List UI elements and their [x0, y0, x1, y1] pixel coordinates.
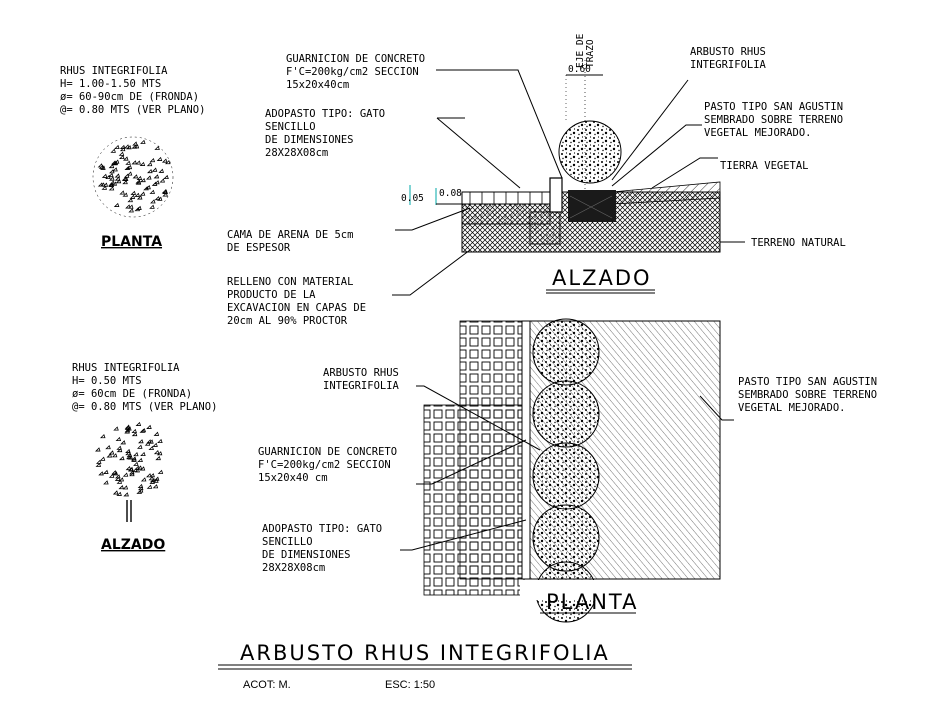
planta-caption: PLANTA [546, 590, 638, 614]
left-top-caption: PLANTA [101, 234, 162, 250]
spec-line: ø= 60cm DE (FRONDA) [72, 388, 192, 400]
shrub-elevation-symbol [95, 421, 164, 522]
guarnicion-label: GUARNICION DE CONCRETO [286, 53, 425, 65]
adopasto-label: ADOPASTO TIPO: GATO [265, 108, 385, 120]
spec-line: H= 1.00-1.50 MTS [60, 78, 161, 90]
shrub-plan-circle [532, 442, 600, 510]
relleno-label: PRODUCTO DE LA [227, 289, 316, 301]
planta-guarnicion-label: GUARNICION DE CONCRETO [258, 446, 397, 458]
left-bottom-caption: ALZADO [101, 537, 165, 553]
arbusto-label: ARBUSTO RHUS [690, 46, 766, 58]
adopasto-label: 28X28X08cm [265, 147, 328, 159]
relleno-label: RELLENO CON MATERIAL [227, 276, 353, 288]
adopasto-label: DE DIMENSIONES [265, 134, 354, 146]
relleno-label: EXCAVACION EN CAPAS DE [227, 302, 366, 314]
alzado-section: 0.60 EJE DE TRAZO 0.05 0.08 [227, 33, 846, 327]
spec-line: ø= 60-90cm DE (FRONDA) [60, 91, 199, 103]
pasto-label: SEMBRADO SOBRE TERRENO [704, 114, 843, 126]
shrub-plan-circle [532, 380, 600, 448]
planta-arbusto-label: ARBUSTO RHUS [323, 367, 399, 379]
dim-060: 0.60 [568, 64, 591, 75]
shrub-plan-circle [532, 504, 600, 572]
left-top-spec: RHUS INTEGRIFOLIA H= 1.00-1.50 MTS ø= 60… [60, 65, 205, 116]
planta-pasto-label: PASTO TIPO SAN AGUSTIN [738, 376, 877, 388]
tierra-label: TIERRA VEGETAL [720, 160, 809, 172]
shrub-plan-circle [532, 318, 600, 386]
left-bottom-spec: RHUS INTEGRIFOLIA H= 0.50 MTS ø= 60cm DE… [72, 362, 217, 413]
terreno-label: TERRENO NATURAL [751, 237, 846, 249]
guarnicion-label: 15x20x40cm [286, 79, 349, 91]
planta-section: ARBUSTO RHUS INTEGRIFOLIA GUARNICION DE … [258, 318, 877, 623]
alzado-caption: ALZADO [552, 266, 652, 290]
planta-arbusto-label: INTEGRIFOLIA [323, 380, 400, 392]
planta-adopasto-label: DE DIMENSIONES [262, 549, 351, 561]
eje-label-2: TRAZO [585, 39, 596, 68]
planta-adopasto-label: 28X28X08cm [262, 562, 325, 574]
spec-line: @= 0.80 MTS (VER PLANO) [60, 104, 205, 116]
spec-line: @= 0.80 MTS (VER PLANO) [72, 401, 217, 413]
planta-guarnicion-label: F'C=200kg/cm2 SECCION [258, 459, 391, 471]
title-block: ARBUSTO RHUS INTEGRIFOLIA ACOT: M. ESC: … [218, 641, 632, 691]
pasto-label: VEGETAL MEJORADO. [704, 127, 811, 139]
relleno-label: 20cm AL 90% PROCTOR [227, 315, 348, 327]
eje-label-1: EJE DE [575, 33, 586, 68]
acot-label: ACOT: M. [243, 679, 291, 691]
dim-005: 0.05 [401, 193, 424, 204]
dim-008: 0.08 [439, 188, 462, 199]
planta-adopasto-label: ADOPASTO TIPO: GATO [262, 523, 382, 535]
pasto-label: PASTO TIPO SAN AGUSTIN [704, 101, 843, 113]
adopasto-label: SENCILLO [265, 121, 316, 133]
shrub-plan-symbol [92, 136, 174, 218]
planta-pasto-label: VEGETAL MEJORADO. [738, 402, 845, 414]
spec-line: H= 0.50 MTS [72, 375, 142, 387]
drawing-title: ARBUSTO RHUS INTEGRIFOLIA [240, 641, 610, 665]
planta-pasto-label: SEMBRADO SOBRE TERRENO [738, 389, 877, 401]
scale-label: ESC: 1:50 [385, 679, 435, 691]
spec-line: RHUS INTEGRIFOLIA [60, 65, 168, 77]
guarnicion-label: F'C=200kg/cm2 SECCION [286, 66, 419, 78]
planta-adopasto-label: SENCILLO [262, 536, 313, 548]
planta-guarnicion-label: 15x20x40 cm [258, 472, 328, 484]
arbusto-label: INTEGRIFOLIA [690, 59, 767, 71]
cama-label: CAMA DE ARENA DE 5cm [227, 229, 353, 241]
cama-label: DE ESPESOR [227, 242, 291, 254]
spec-line: RHUS INTEGRIFOLIA [72, 362, 180, 374]
